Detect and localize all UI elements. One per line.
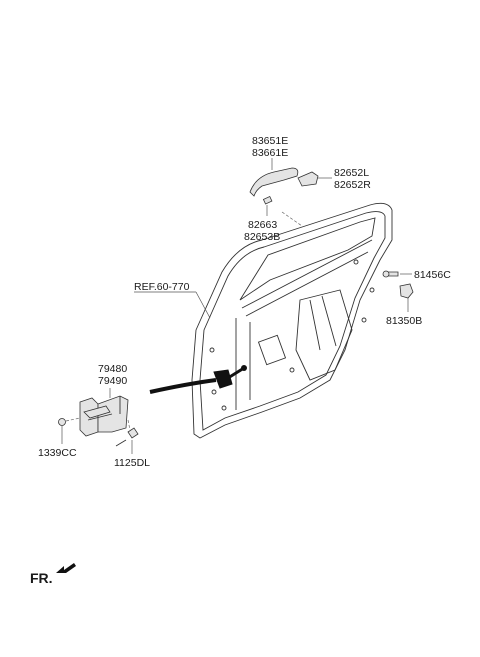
bolt-1125dl bbox=[115, 427, 139, 447]
striker-81350b bbox=[399, 283, 414, 299]
label-82652l: 82652L bbox=[334, 167, 369, 179]
label-81456c: 81456C bbox=[414, 269, 451, 281]
label-82653b: 82653B bbox=[244, 231, 280, 243]
label-82652r: 82652R bbox=[334, 179, 371, 191]
label-81350b: 81350B bbox=[386, 315, 422, 327]
bolt-1339cc bbox=[58, 418, 66, 426]
label-83651e: 83651E bbox=[252, 135, 288, 147]
label-fr: FR. bbox=[30, 570, 53, 586]
handle-cover bbox=[297, 171, 319, 187]
door-checker bbox=[149, 365, 247, 394]
bolt-81456c bbox=[382, 270, 399, 278]
label-ref-60-770: REF.60-770 bbox=[134, 281, 190, 293]
label-79480: 79480 bbox=[98, 363, 127, 375]
handle-clip bbox=[262, 195, 273, 205]
front-direction-arrow bbox=[56, 563, 76, 573]
outside-handle bbox=[249, 167, 299, 197]
label-82663: 82663 bbox=[248, 219, 277, 231]
label-79490: 79490 bbox=[98, 375, 127, 387]
door-hinge bbox=[79, 395, 129, 437]
label-83661e: 83661E bbox=[252, 147, 288, 159]
rear-door-panel bbox=[191, 202, 393, 439]
label-1125dl: 1125DL bbox=[114, 457, 150, 469]
label-1339cc: 1339CC bbox=[38, 447, 77, 459]
